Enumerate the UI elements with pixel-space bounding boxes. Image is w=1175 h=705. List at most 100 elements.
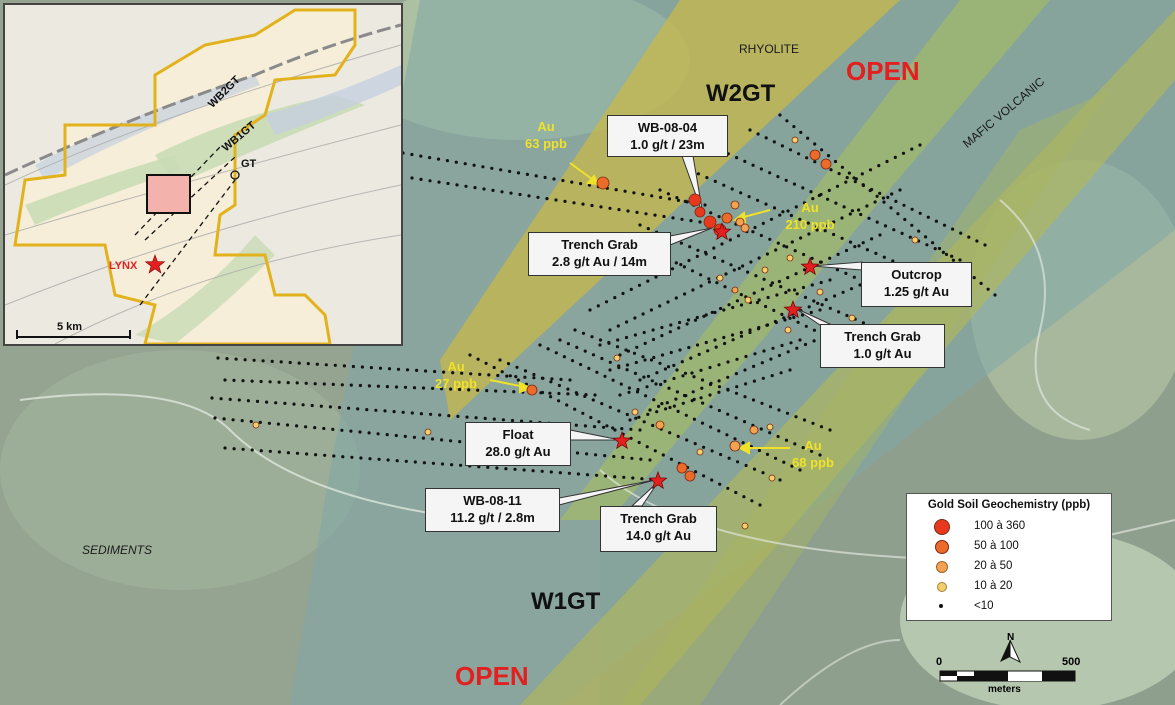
soil-sample-point [785, 245, 789, 249]
soil-sample-point [523, 375, 527, 379]
soil-sample-point [723, 341, 727, 346]
soil-sample-point [693, 318, 698, 322]
soil-sample-circle [735, 217, 745, 227]
soil-sample-point [637, 440, 641, 445]
soil-sample-point [286, 451, 290, 455]
soil-sample-point [358, 383, 362, 388]
soil-sample-point [314, 453, 318, 457]
soil-sample-point [265, 400, 269, 404]
au-68-value: 68 ppb [792, 455, 834, 470]
mafic-band-upper [560, 0, 1050, 520]
soil-sample-point [848, 240, 853, 244]
soil-sample-point [837, 310, 841, 314]
soil-sample-point [752, 364, 756, 368]
soil-sample-point [756, 132, 760, 136]
soil-sample-point [558, 471, 562, 475]
soil-sample-point [710, 449, 714, 453]
soil-sample-point [699, 368, 703, 372]
soil-sample-point [637, 283, 642, 287]
soil-sample-point [886, 195, 890, 199]
soil-sample-point [813, 142, 817, 146]
soil-sample-point [440, 462, 445, 466]
soil-sample-point [731, 338, 735, 342]
open-label-south: OPEN [455, 661, 529, 691]
soil-sample-point [685, 322, 689, 326]
soil-sample-point [812, 339, 816, 343]
callout-wb-08-04-value: 1.0 g/t / 23m [630, 137, 705, 152]
soil-sample-circle [809, 149, 821, 161]
soil-sample-point [643, 341, 647, 345]
soil-sample-point [769, 283, 773, 287]
soil-sample-point [481, 165, 485, 169]
soil-sample-point [709, 211, 713, 215]
soil-sample-point [785, 119, 789, 123]
inset-lynx-label: LYNX [109, 260, 138, 272]
soil-sample-point [634, 360, 638, 365]
soil-sample-point [815, 225, 819, 229]
soil-sample-point [277, 380, 281, 384]
soil-sample-point [599, 205, 603, 209]
soil-sample-point [623, 189, 627, 193]
soil-sample-point [295, 381, 299, 385]
soil-sample-point [727, 456, 731, 460]
soil-sample-point [359, 456, 363, 460]
soil-sample-point [772, 140, 776, 144]
soil-sample-point [742, 495, 746, 499]
soil-sample-point [506, 362, 511, 366]
soil-sample-point [642, 375, 646, 379]
soil-sample-point [651, 337, 656, 342]
soil-sample-point [279, 360, 283, 364]
soil-sample-point [515, 365, 519, 369]
soil-sample-point [568, 378, 572, 382]
soil-sample-point [658, 188, 662, 192]
soil-sample-point [351, 364, 355, 369]
soil-sample-point [649, 358, 654, 362]
soil-sample-point [832, 232, 836, 237]
soil-sample-point [621, 455, 625, 459]
soil-sample-point [881, 196, 886, 200]
callout-trench-grab-3-value: 14.0 g/t Au [625, 528, 692, 543]
soil-sample-point [894, 199, 898, 203]
soil-sample-point [717, 429, 721, 433]
soil-sample-point [811, 197, 815, 201]
soil-sample-circle [816, 288, 824, 296]
soil-sample-point [570, 180, 574, 184]
soil-sample-point [661, 453, 665, 457]
soil-sample-point [735, 357, 739, 361]
soil-sample-point [823, 229, 827, 233]
soil-sample-point [650, 194, 654, 198]
soil-sample-point [608, 405, 612, 409]
soil-sample-point [608, 206, 612, 210]
soil-sample-point [516, 378, 520, 382]
soil-sample-point [789, 213, 794, 218]
soil-sample-point [368, 457, 372, 461]
soil-sample-point [679, 241, 684, 245]
soil-sample-point [696, 172, 701, 176]
soil-sample-point [331, 427, 335, 431]
callout-outcrop: Outcrop 1.25 g/t Au [861, 262, 972, 307]
soil-sample-point [510, 418, 515, 423]
soil-sample-point [349, 429, 353, 433]
soil-sample-point [765, 323, 770, 327]
soil-sample-point [613, 475, 617, 479]
soil-sample-point [882, 255, 886, 259]
au-68-element: Au [804, 438, 822, 453]
soil-sample-point [816, 301, 820, 305]
soil-sample-point [385, 385, 389, 389]
soil-sample-point [924, 235, 928, 239]
soil-sample-point [757, 298, 761, 302]
soil-sample-point [512, 390, 516, 394]
soil-sample-point [710, 478, 714, 482]
soil-sample-point [419, 154, 423, 158]
soil-sample-point [467, 388, 471, 392]
grab-sample-star-icon [712, 221, 732, 241]
soil-sample-point [595, 370, 599, 374]
soil-sample-point [676, 198, 681, 202]
inset-zoom-box [146, 174, 191, 214]
soil-sample-point [702, 474, 706, 478]
soil-sample-point [637, 415, 641, 419]
soil-sample-circle [740, 223, 750, 233]
soil-sample-circle [911, 236, 919, 244]
soil-sample-circle [252, 421, 260, 429]
soil-sample-point [925, 243, 929, 247]
